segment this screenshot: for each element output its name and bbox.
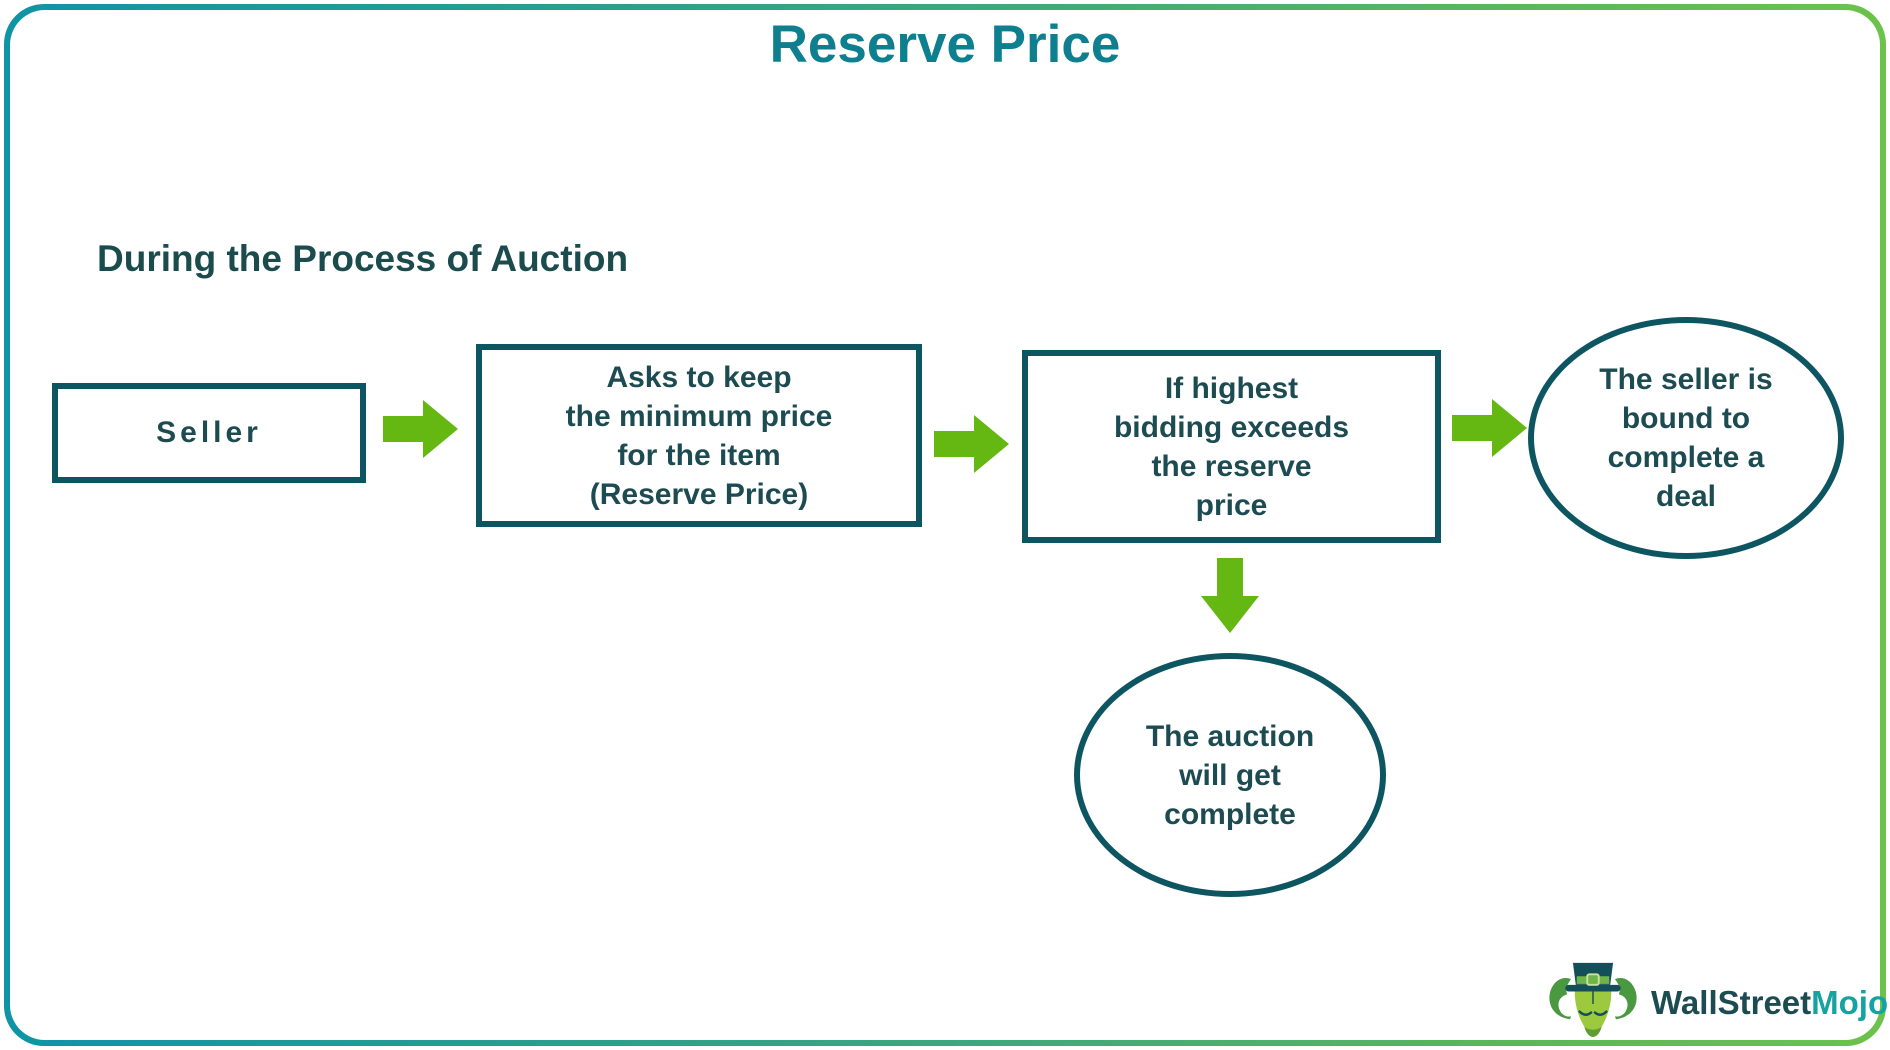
seller-bound-line: complete a (1607, 441, 1765, 474)
seller-bound-line: The seller is (1599, 363, 1773, 396)
auction-complete-ellipse: The auction will get complete (1074, 653, 1386, 897)
down-arrow-icon (1201, 558, 1259, 633)
logo-text-accent: Mojo (1811, 984, 1889, 1021)
reserve-box-line: (Reserve Price) (589, 477, 809, 511)
seller-bound-ellipse-text: The seller is bound to complete a deal (1599, 360, 1772, 516)
bidding-box-line: the reserve (1151, 449, 1312, 483)
logo-text-primary: WallStreet (1651, 984, 1812, 1021)
wallstreetmojo-logo: WallStreetMojo (1545, 960, 1888, 1046)
right-arrow-icon (383, 400, 458, 458)
auction-complete-line: will get (1179, 758, 1281, 792)
reserve-price-box-text: Asks to keep the minimum price for the i… (566, 358, 833, 514)
bidding-box-line: price (1195, 488, 1268, 522)
section-heading: During the Process of Auction (97, 238, 629, 279)
right-arrow-icon (1452, 399, 1527, 457)
page-background (10, 10, 1880, 1040)
seller-bound-line: deal (1655, 480, 1717, 513)
auction-complete-ellipse-text: The auction will get complete (1146, 717, 1314, 834)
highest-bidding-box: If highest bidding exceeds the reserve p… (1022, 350, 1441, 543)
auction-complete-line: complete (1164, 797, 1296, 831)
right-arrow-icon (934, 415, 1009, 473)
page-border-frame (4, 4, 1886, 1046)
wallstreetmojo-wordmark: WallStreetMojo (1651, 984, 1888, 1022)
reserve-box-line: Asks to keep (606, 360, 792, 394)
bidding-box-line: If highest (1164, 371, 1299, 405)
bidding-box-line: bidding exceeds (1113, 410, 1350, 444)
seller-bound-line: bound to (1621, 402, 1751, 435)
seller-box: Seller (52, 383, 366, 483)
reserve-box-line: the minimum price (565, 399, 833, 433)
reserve-box-line: for the item (617, 438, 781, 472)
seller-box-label: Seller (156, 416, 262, 449)
auction-complete-line: The auction (1145, 719, 1315, 753)
seller-bound-ellipse: The seller is bound to complete a deal (1528, 317, 1844, 559)
wallstreetmojo-bull-icon (1549, 962, 1637, 1037)
highest-bidding-box-text: If highest bidding exceeds the reserve p… (1114, 369, 1349, 525)
page-title: Reserve Price (769, 15, 1121, 74)
reserve-price-box: Asks to keep the minimum price for the i… (476, 344, 922, 527)
